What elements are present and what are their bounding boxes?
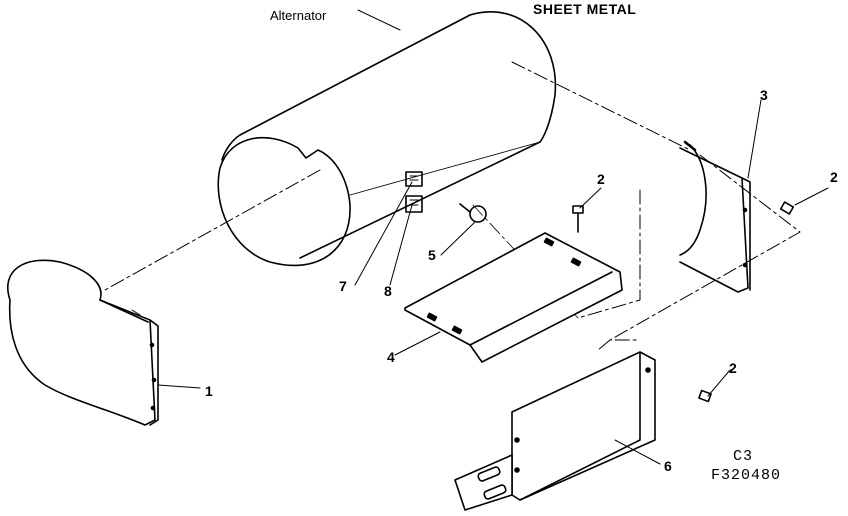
switch-7: [405, 171, 423, 187]
callout-8: 8: [384, 283, 392, 299]
figure-code-line2: F320480: [711, 467, 782, 484]
callout-2-lower: 2: [729, 360, 737, 376]
callout-2-right: 2: [830, 169, 838, 185]
callout-6: 6: [664, 458, 672, 474]
leader-lines: [157, 9, 829, 465]
figure-code-line1: C3: [733, 448, 754, 465]
gauge-5: [459, 203, 487, 223]
side-panel-part-3: [679, 140, 751, 293]
alternator-cylinder: [217, 11, 557, 267]
callout-2-top: 2: [597, 171, 605, 187]
callout-4: 4: [387, 349, 395, 365]
bolt-2-right: [779, 201, 795, 215]
callout-1: 1: [205, 383, 213, 399]
bolt-2-lower: [698, 389, 712, 403]
callout-7: 7: [339, 278, 347, 294]
callout-3: 3: [760, 87, 768, 103]
base-plate-part-4: [404, 232, 623, 363]
callout-5: 5: [428, 247, 436, 263]
diagram-title: SHEET METAL: [533, 1, 637, 17]
end-cover-part-1: [7, 259, 159, 426]
bolt-2-top: [572, 205, 584, 233]
switch-8: [405, 195, 423, 213]
alternator-label: Alternator: [270, 8, 327, 23]
bracket-part-6: [454, 351, 656, 511]
